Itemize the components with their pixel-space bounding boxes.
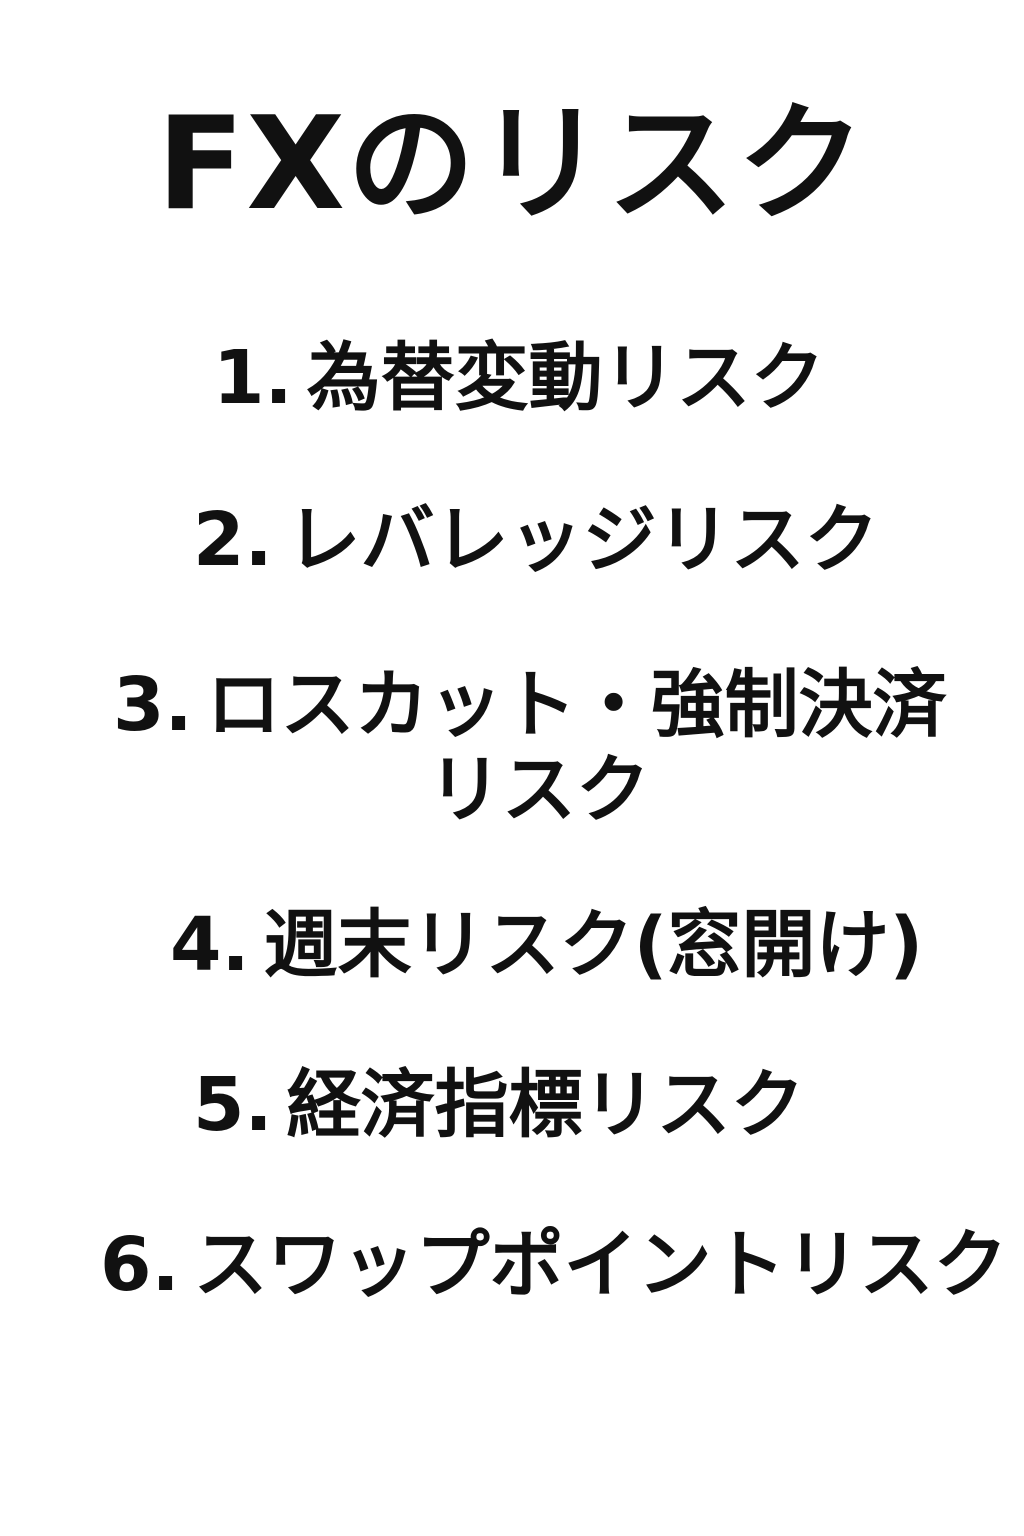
risk-item-3: 3.ロスカット・強制決済 bbox=[113, 660, 947, 750]
item-label: レバレッジリスク bbox=[286, 497, 879, 583]
risk-item-4: 4.週末リスク(窓開け) bbox=[170, 900, 923, 990]
item-label: 為替変動リスク bbox=[306, 335, 825, 421]
item-label: ロスカット・強制決済 bbox=[206, 662, 947, 748]
item-label-continued: リスク bbox=[428, 747, 650, 833]
item-label: 週末リスク(窓開け) bbox=[263, 902, 924, 988]
item-label: 経済指標リスク bbox=[286, 1062, 805, 1148]
item-number: 1. bbox=[213, 335, 293, 421]
item-number: 5. bbox=[193, 1062, 273, 1148]
page-title: FXのリスク bbox=[156, 90, 868, 239]
risk-item-1: 1.為替変動リスク bbox=[213, 333, 825, 423]
item-number: 6. bbox=[100, 1222, 180, 1308]
item-number: 2. bbox=[193, 497, 273, 583]
risk-item-2: 2.レバレッジリスク bbox=[193, 495, 879, 585]
risk-item-6: 6.スワップポイントリスク bbox=[100, 1220, 1008, 1310]
item-number: 3. bbox=[113, 662, 193, 748]
risk-item-3-line2: リスク bbox=[428, 745, 650, 835]
risk-item-5: 5.経済指標リスク bbox=[193, 1060, 805, 1150]
item-number: 4. bbox=[170, 902, 250, 988]
item-label: スワップポイントリスク bbox=[193, 1222, 1008, 1308]
